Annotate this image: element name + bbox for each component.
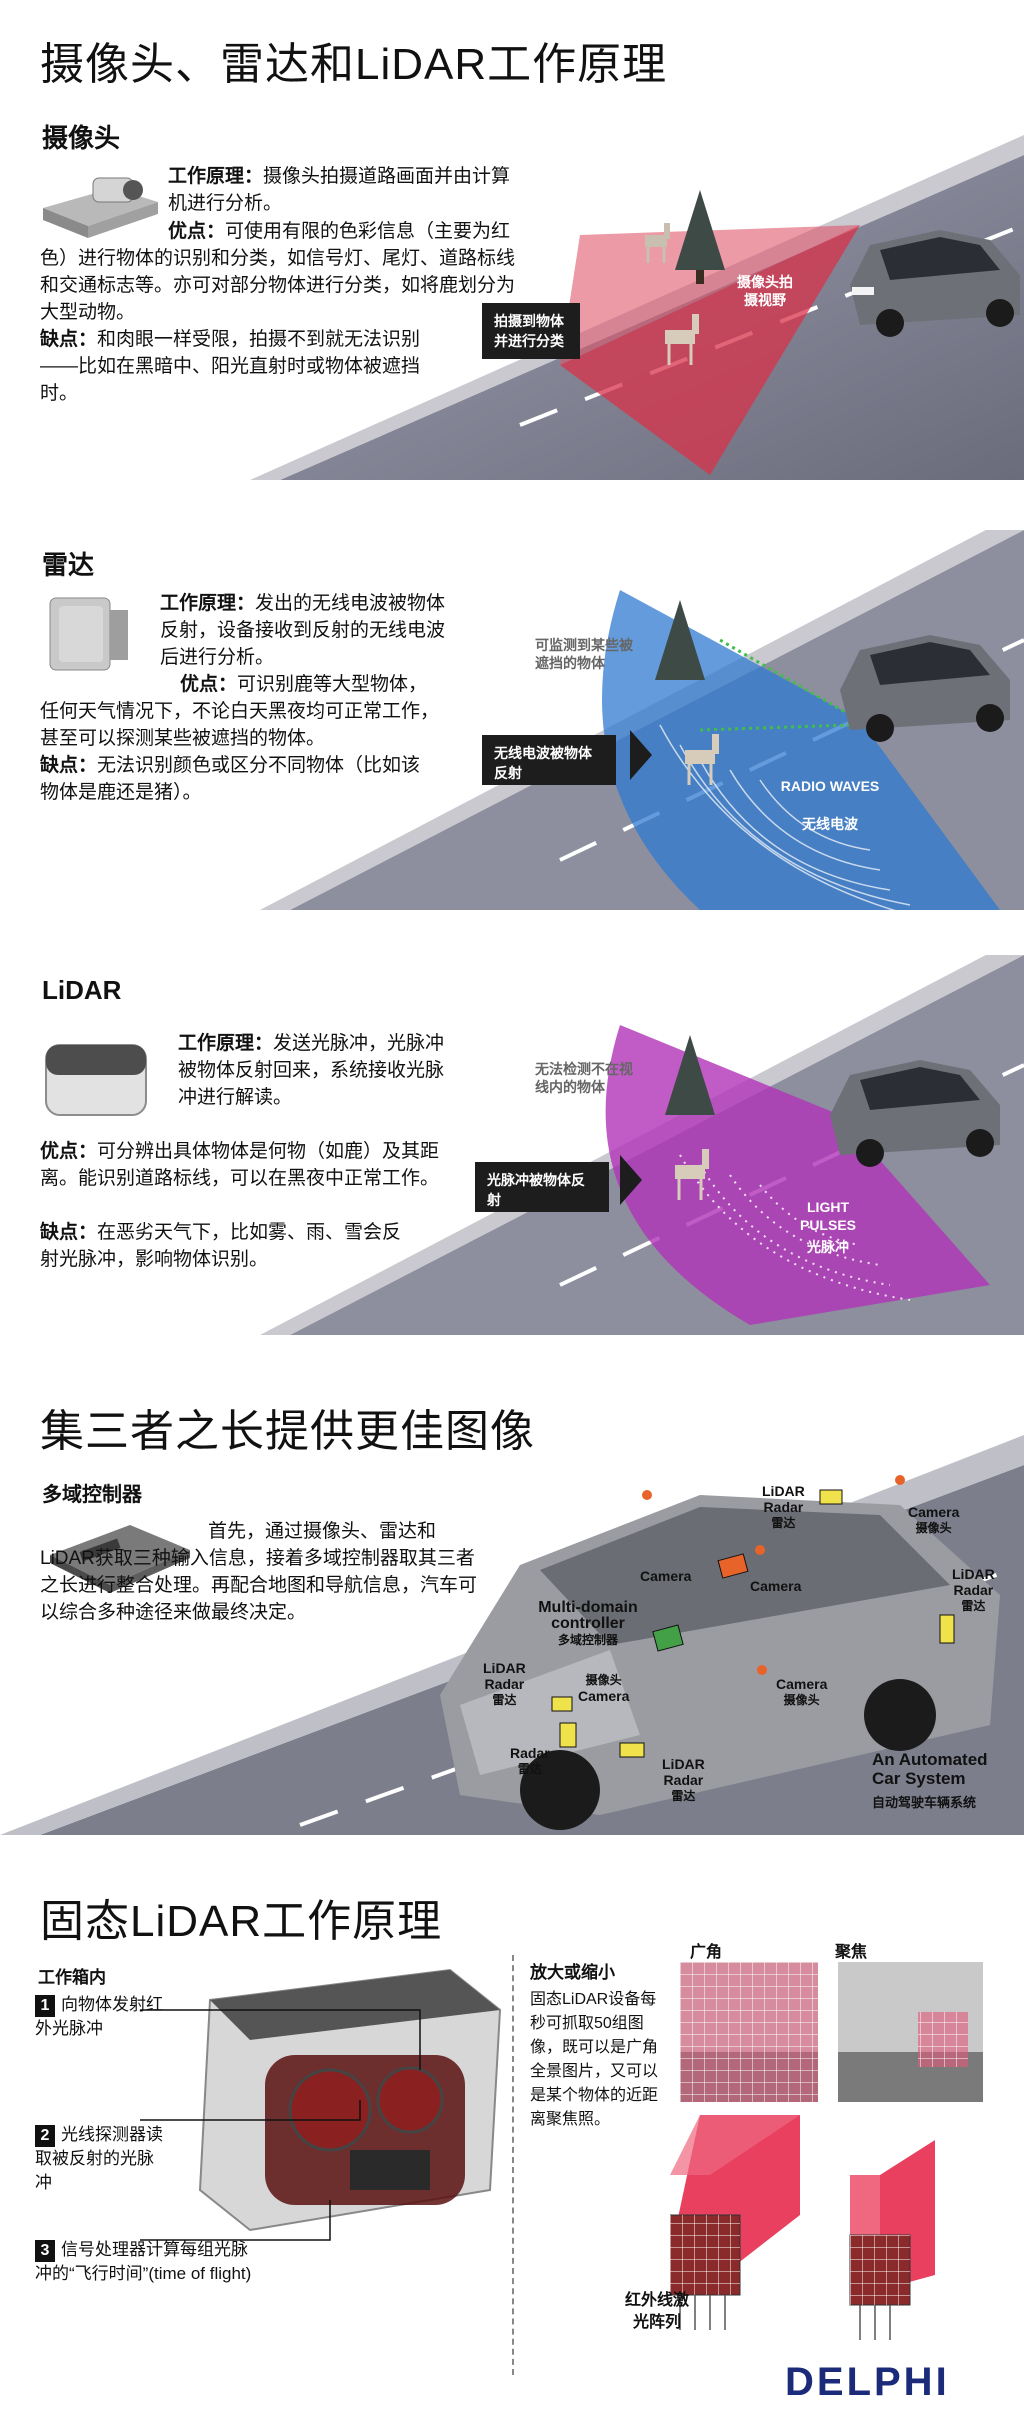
ir-laser-arrays	[670, 2115, 935, 2340]
controller-title: 多域控制器	[42, 1484, 142, 1506]
sensor-top	[819, 1489, 843, 1505]
section-divider	[512, 1955, 514, 2375]
callout-lines	[140, 2009, 421, 2241]
lidar-detect-tag: 光脉冲被物体反射	[475, 1162, 609, 1212]
zoom-title: 放大或缩小	[530, 1963, 615, 1982]
camera-section: 拍摄到物体并进行分类 摄像头拍摄视野	[0, 95, 1024, 480]
radar-pros: 优点：可识别鹿等大型物体，任何天气情况下，不论白天黑夜均可正常工作，甚至可以探测…	[40, 674, 440, 749]
tree	[675, 190, 725, 284]
radar-wave-arcs	[659, 724, 911, 910]
sensor-front	[619, 1742, 645, 1758]
sensor-right	[939, 1614, 955, 1644]
deer-near	[665, 314, 699, 365]
camera-dot-1	[642, 1490, 652, 1500]
radar-title: 雷达	[42, 550, 95, 580]
camera-fov-label: 摄像头拍摄视野	[737, 274, 793, 308]
delphi-logo: DELPHI	[785, 2360, 950, 2404]
sensor-left	[551, 1696, 573, 1712]
car	[850, 230, 1020, 337]
lidar-hidden-label: 无法检测不在视线内的物体	[535, 1061, 633, 1095]
page-title: 摄像头、雷达和LiDAR工作原理	[40, 40, 668, 89]
tree	[655, 600, 705, 680]
lidar-device-icon	[45, 1044, 147, 1116]
wide-view	[680, 1962, 818, 2102]
lidar-pros: 优点：可分辨出具体物体是何物（如鹿）及其距离。能识别道路标线，可以在黑夜中正常工…	[40, 1141, 440, 1189]
car	[830, 1060, 1000, 1167]
sensor-cam-orange	[717, 1553, 749, 1579]
lidar-pulses-en: LIGHT PULSES	[799, 1199, 856, 1233]
radar-detect-tag: 无线电波被物体反射	[482, 735, 616, 785]
deer	[685, 734, 719, 785]
focus-view	[838, 1962, 983, 2102]
camera-dot-2	[755, 1545, 765, 1555]
lidar-box-illustration	[198, 1968, 502, 2232]
radar-scene	[260, 530, 1024, 910]
system-label-en: An Automated Car System	[872, 1750, 988, 1788]
camera-title: 摄像头	[42, 123, 121, 153]
lidar-pulses-cn: 光脉冲	[807, 1239, 849, 1255]
camera-pros: 优点：可使用有限的色彩信息（主要为红色）进行物体的识别和分类，如信号灯、尾灯、道…	[40, 221, 516, 323]
deer-far	[645, 223, 670, 263]
camera-scene	[250, 135, 1024, 480]
inside-title: 工作箱内	[38, 1968, 106, 1987]
camera-device-icon	[43, 177, 158, 238]
camera-detect-tag: 拍摄到物体并进行分类	[482, 303, 580, 359]
radar-device-icon	[49, 597, 128, 671]
system-label-cn: 自动驾驶车辆系统	[872, 1795, 977, 1810]
lidar-tag-arrow	[620, 1155, 642, 1205]
radar-waves-en: RADIO WAVES	[780, 778, 880, 794]
lidar-scene	[260, 955, 1024, 1335]
radar-cons: 缺点：无法识别颜色或区分不同物体（比如该物体是鹿还是猪）。	[40, 755, 421, 803]
combined-title: 集三者之长提供更佳图像	[40, 1407, 535, 1456]
camera-cons: 缺点：和肉眼一样受限，拍摄不到就无法识别——比如在黑暗中、阳光直射时或物体被遮挡…	[40, 329, 421, 404]
camera-dot-3	[895, 1475, 905, 1485]
car	[840, 635, 1010, 742]
focus-label: 聚焦	[835, 1944, 868, 1961]
radar-hidden-label: 可监测到某些被遮挡的物体	[535, 637, 633, 671]
radar-waves-cn: 无线电波	[802, 816, 858, 832]
lidar-cons: 缺点：在恶劣天气下，比如雾、雨、雪会反射光脉冲，影响物体识别。	[40, 1222, 402, 1270]
camera-dot-4	[757, 1665, 767, 1675]
controller-device-icon	[50, 1525, 190, 1593]
camera-principle: 工作原理：摄像头拍摄道路画面并由计算机进行分析。	[168, 166, 511, 214]
array-label: 红外线激光阵列	[624, 2292, 689, 2331]
car-body	[440, 1495, 1000, 1830]
lidar-title: LiDAR	[42, 975, 122, 1005]
sensor-front-left	[559, 1722, 577, 1748]
lidar-pulse-arcs	[679, 1154, 911, 1301]
camera-fov-cone	[560, 225, 860, 475]
label-camera-mid1: Camera	[640, 1568, 692, 1584]
sensor-controller	[652, 1624, 684, 1652]
wide-label: 广角	[690, 1944, 723, 1961]
radar-principle: 工作原理：发出的无线电波被物体反射，设备接收到反射的无线电波后进行分析。	[160, 593, 446, 668]
tree	[665, 1035, 715, 1115]
radar-tag-arrow	[630, 730, 652, 780]
zoom-text: 固态LiDAR设备每秒可抓取50组图像，既可以是广角全景图片，又可以是某个物体的…	[530, 1991, 659, 2128]
lidar-principle: 工作原理：发送光脉冲，光脉冲被物体反射回来，系统接收光脉冲进行解读。	[178, 1033, 445, 1108]
combined-car-scene	[0, 1435, 1024, 1835]
label-camera-mid2: Camera	[750, 1578, 802, 1594]
zoom-views	[680, 1962, 983, 2102]
combined-text: 首先，通过摄像头、雷达和LiDAR获取三种输入信息，接着多域控制器取其三者之长进…	[40, 1521, 478, 1623]
solid-state-title: 固态LiDAR工作原理	[40, 1897, 443, 1946]
camera-fov-cone-side	[560, 225, 860, 365]
deer	[675, 1149, 709, 1200]
